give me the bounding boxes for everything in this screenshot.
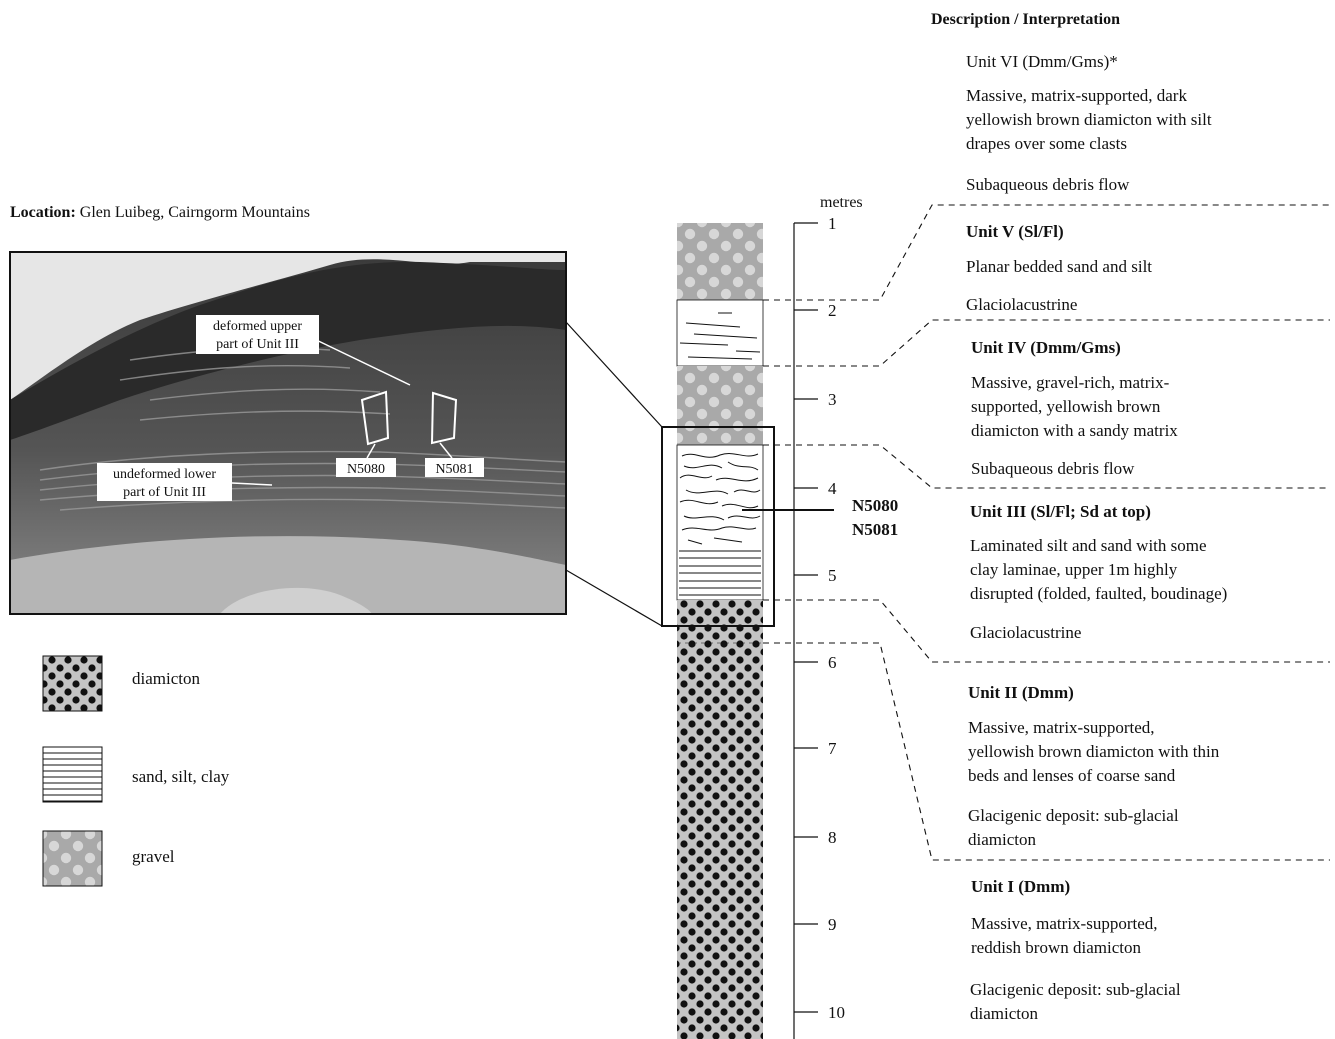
unit1-desc-2: reddish brown diamicton [971,938,1141,957]
strat-column [661,223,775,1039]
unit2-desc-1: Massive, matrix-supported, [968,718,1155,737]
scale-tick-1: 1 [828,214,837,233]
location-heading: Location: Glen Luibeg, Cairngorm Mountai… [10,204,310,221]
unit2-desc-2: yellowish brown diamicton with thin [968,742,1220,761]
legend-gravel-label: gravel [132,847,175,866]
scale-tick-9: 9 [828,915,837,934]
unit4-title: Unit IV (Dmm/Gms) [971,338,1121,357]
unit3-title: Unit III (Sl/Fl; Sd at top) [970,502,1151,521]
depth-scale: metres 1 2 3 4 5 6 7 8 9 10 [793,194,863,1039]
unit3-desc-3: disrupted (folded, faulted, boudinage) [970,584,1227,603]
unit6-title: Unit VI (Dmm/Gms)* [966,52,1118,71]
unit3-interp: Glaciolacustrine [970,623,1081,642]
unit6-interp: Subaqueous debris flow [966,175,1130,194]
unit3-text: Unit III (Sl/Fl; Sd at top) Laminated si… [970,502,1227,642]
unit1-title: Unit I (Dmm) [971,877,1070,896]
column-unit4-gravel [677,366,763,445]
column-unit5-sand [676,299,764,367]
column-units1-2-diamicton [677,600,763,1039]
legend-sand-swatch [42,746,103,803]
unit4-interp: Subaqueous debris flow [971,459,1135,478]
legend-gravel-swatch [42,830,103,887]
unit2-title: Unit II (Dmm) [968,683,1074,702]
scale-tick-10: 10 [828,1003,845,1022]
zoom-connector-bottom [565,569,663,627]
zoom-box [661,426,775,627]
unit2-interp-2: diamicton [968,830,1036,849]
photo-sample-n5080: N5080 [347,462,385,477]
unit4-text: Unit IV (Dmm/Gms) Massive, gravel-rich, … [971,338,1178,478]
unit-boundaries [763,204,1330,861]
unit3-planar-laminae [679,550,761,596]
callout-sample-n5081: N5081 [852,520,898,539]
description-header: Description / Interpretation [931,11,1120,28]
scale-tick-8: 8 [828,828,837,847]
unit1-text: Unit I (Dmm) Massive, matrix-supported, … [970,877,1181,1023]
legend-diamicton-swatch [42,655,103,712]
unit3-desc-1: Laminated silt and sand with some [970,536,1207,555]
unit3-desc-2: clay laminae, upper 1m highly [970,560,1178,579]
column-unit6-gravel [677,223,763,300]
zoom-connector-top [565,321,663,428]
legend: diamicton sand, silt, clay gravel [42,655,230,887]
unit5-text: Unit V (Sl/Fl) Planar bedded sand and si… [966,222,1152,314]
unit1-interp-1: Glacigenic deposit: sub-glacial [970,980,1181,999]
unit2-desc-3: beds and lenses of coarse sand [968,766,1176,785]
scale-unit-label: metres [820,194,863,211]
unit5-bedding [679,312,761,360]
legend-diamicton-label: diamicton [132,669,200,688]
scale-tick-6: 6 [828,653,837,672]
unit4-desc-1: Massive, gravel-rich, matrix- [971,373,1170,392]
scale-tick-2: 2 [828,301,837,320]
undeformed-label-line-1: undeformed lower [113,467,216,482]
scale-tick-7: 7 [828,739,837,758]
unit1-interp-2: diamicton [970,1004,1038,1023]
deformed-label-line-2: part of Unit III [216,337,299,352]
photo-sample-n5081: N5081 [435,462,473,477]
unit6-desc-1: Massive, matrix-supported, dark [966,86,1187,105]
column-unit3-sand [676,444,764,601]
unit2-interp-1: Glacigenic deposit: sub-glacial [968,806,1179,825]
unit1-desc-1: Massive, matrix-supported, [971,914,1158,933]
unit6-desc-3: drapes over some clasts [966,134,1127,153]
unit6-desc-2: yellowish brown diamicton with silt [966,110,1212,129]
unit5-interp: Glaciolacustrine [966,295,1077,314]
unit3-deformed-laminae [679,453,761,545]
scale-tick-3: 3 [828,390,837,409]
deformed-label-line-1: deformed upper [213,319,302,334]
field-photo: deformed upper part of Unit III undeform… [9,251,567,615]
legend-sand-label: sand, silt, clay [132,767,230,786]
undeformed-label-line-2: part of Unit III [123,485,206,500]
unit5-desc-1: Planar bedded sand and silt [966,257,1152,276]
scale-tick-5: 5 [828,566,837,585]
unit2-text: Unit II (Dmm) Massive, matrix-supported,… [968,683,1220,849]
unit4-desc-3: diamicton with a sandy matrix [971,421,1178,440]
scale-tick-4: 4 [828,479,837,498]
description-panel: Description / Interpretation Unit VI (Dm… [931,11,1227,1023]
callout-sample-n5080: N5080 [852,496,898,515]
unit4-desc-2: supported, yellowish brown [971,397,1161,416]
unit5-title: Unit V (Sl/Fl) [966,222,1064,241]
unit6-text: Unit VI (Dmm/Gms)* Massive, matrix-suppo… [966,52,1212,194]
